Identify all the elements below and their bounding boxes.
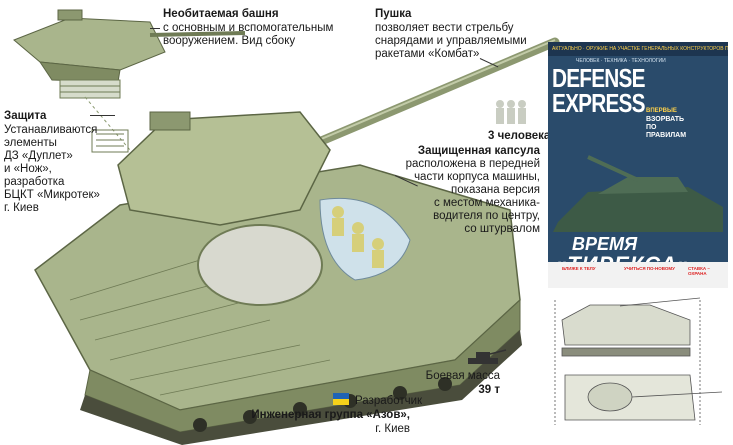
developer-label: Разработчик [355, 395, 423, 407]
turret-side-view [13, 9, 246, 99]
crew-icon [496, 100, 526, 124]
crew-title: 3 человека [488, 130, 551, 142]
gun-title: Пушка [375, 8, 412, 20]
protection-desc-6: БЦКТ «Микротек» [4, 189, 100, 201]
gun-barrel [295, 37, 560, 155]
capsule-desc-4: с местом механика- [434, 197, 540, 209]
turret-ring [197, 224, 323, 306]
turret-desc-2: вооружением. Вид сбоку [163, 35, 296, 47]
protection-desc-4: и «Нож», [4, 163, 52, 175]
turret-leader [150, 28, 160, 29]
cover-masthead-2: EXPRESS [552, 88, 645, 118]
technical-drawings [554, 297, 723, 425]
cover-sections: ЧЕЛОВЕК · ТЕХНИКА · ТЕХНОЛОГИИ [576, 58, 666, 64]
mass-label: Боевая масса [425, 370, 500, 382]
protection-title: Защита [4, 110, 47, 122]
magazine-cover: АКТУАЛЬНО · ОРУЖИЕ НА УЧАСТКЕ ГЕНЕРАЛЬНЫ… [548, 42, 728, 282]
turret-title: Необитаемая башня [163, 8, 279, 20]
capsule-desc-6: со штурвалом [464, 223, 540, 235]
protection-leader [90, 115, 115, 116]
cover-line-1: ВРЕМЯ [572, 234, 638, 254]
cover-kicker: ВПЕРВЫЕ [646, 108, 677, 114]
capsule-title: Защищенная капсула [417, 145, 540, 157]
gun-desc-3: ракетами «Комбат» [375, 48, 480, 60]
ukraine-flag-icon [333, 393, 349, 405]
gun-desc-1: позволяет вести стрельбу [375, 22, 514, 34]
protection-desc-3: ДЗ «Дуплет» [4, 150, 73, 162]
mass-value: 39 т [478, 384, 500, 396]
cover-headline: ВЗОРВАТЬ ПО ПРАВИЛАМ [646, 116, 687, 139]
strip-item-3: СТАВКА – ОХРАНА [688, 266, 710, 276]
capsule-desc-5: водителя по центру, [433, 210, 540, 222]
cover-tank-image [553, 155, 723, 232]
capsule-desc-1: расположена в передней [405, 158, 540, 170]
developer-name: Инженерная группа «Азов», [251, 409, 410, 421]
capsule-desc-3: показана версия [451, 184, 540, 196]
cover-top-bar: АКТУАЛЬНО · ОРУЖИЕ НА УЧАСТКЕ ГЕНЕРАЛЬНЫ… [548, 42, 728, 56]
crew-capsule [319, 197, 411, 281]
capsule-desc-2: части корпуса машины, [414, 171, 540, 183]
protection-desc-2: элементы [4, 137, 57, 149]
gun-desc-2: снарядами и управляемыми [375, 35, 527, 47]
strip-item-2: УЧИТЬСЯ ПО-НОВОМУ [624, 266, 675, 271]
tank-silhouette-icon [468, 349, 507, 364]
protection-desc-7: г. Киев [4, 202, 39, 214]
protection-desc-5: разработка [4, 176, 65, 188]
strip-item-1: БЛИЖЕ К ТЕЛУ [562, 266, 596, 271]
cover-bottom-strip: БЛИЖЕ К ТЕЛУ УЧИТЬСЯ ПО-НОВОМУ СТАВКА – … [548, 262, 728, 288]
turret-desc-1: с основным и вспомогательным [163, 22, 334, 34]
protection-desc-1: Устанавливаются [4, 124, 98, 136]
tank-track [80, 330, 522, 445]
developer-city: г. Киев [375, 423, 410, 435]
cover-masthead-1: DEFENSE [552, 63, 645, 93]
